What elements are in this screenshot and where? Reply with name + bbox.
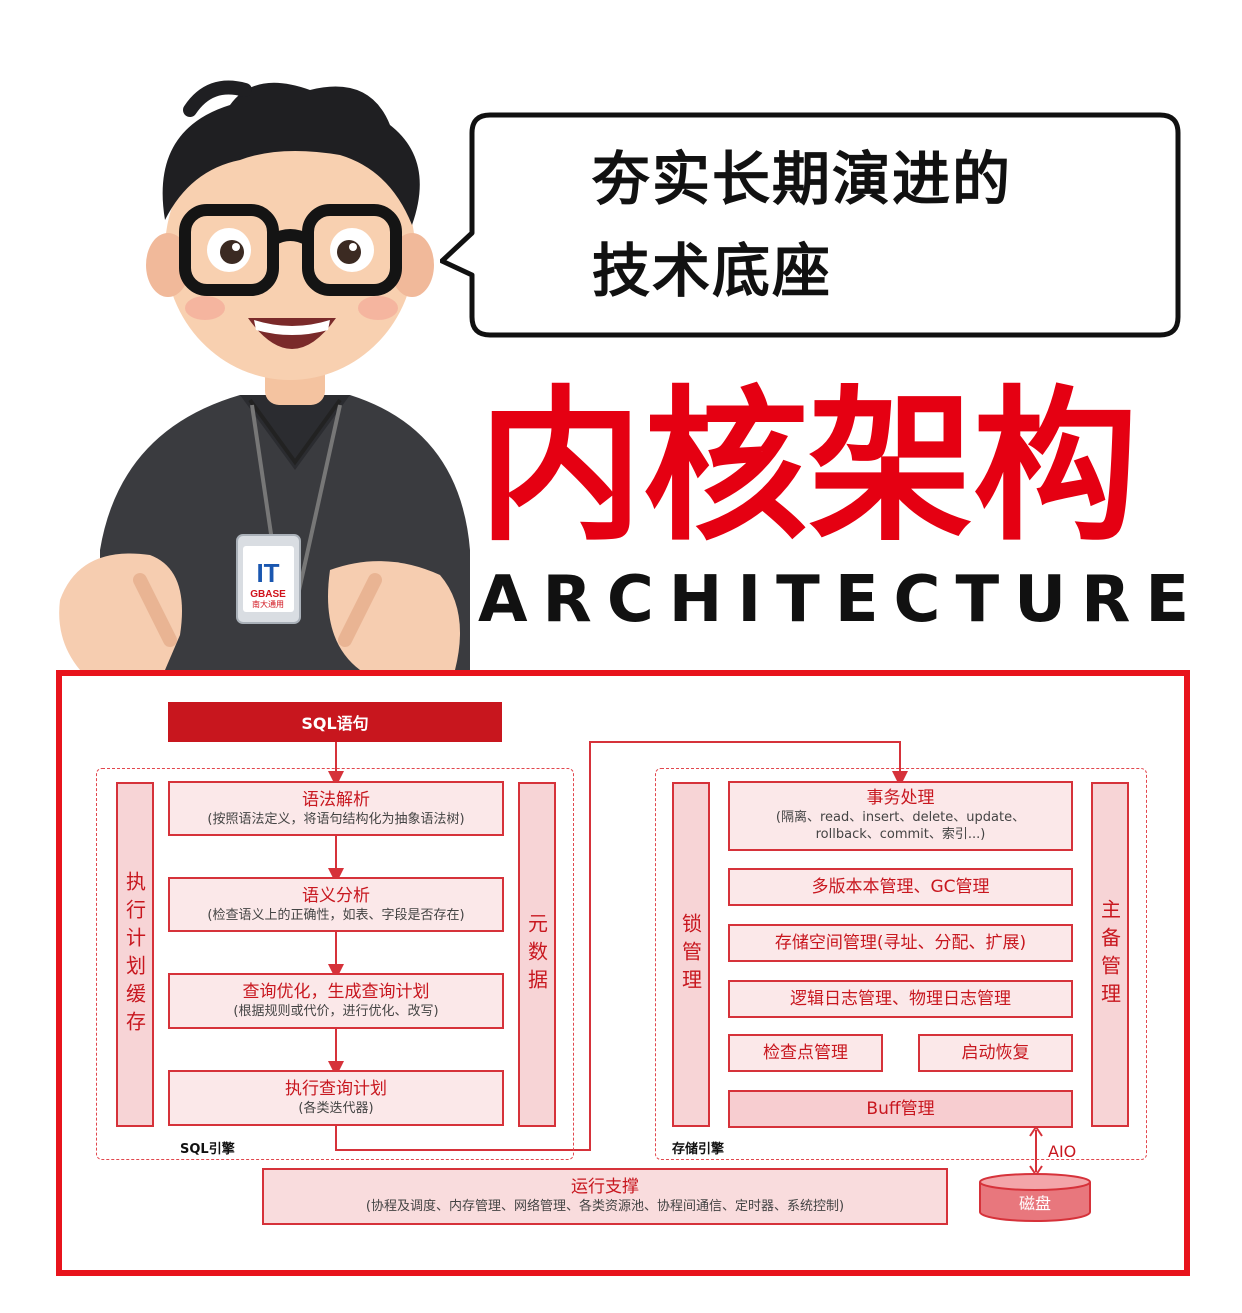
step-optimize-desc: (根据规则或代价，进行优化、改写) [233, 1004, 439, 1019]
checkpoint-label: 检查点管理 [763, 1043, 848, 1063]
ha-mgmt-label: 主备管理 [1097, 898, 1122, 1011]
recovery-label: 启动恢复 [961, 1043, 1030, 1063]
step-execute-box: 执行查询计划 (各类迭代器) [168, 1070, 504, 1126]
exec-plan-cache-box: 执行计划缓存 [116, 782, 154, 1127]
badge-sub-text: 南大通用 [252, 599, 284, 609]
mascot-hair [162, 82, 420, 226]
mascot-left-hand [59, 553, 182, 670]
runtime-support-box: 运行支撑 (协程及调度、内存管理、网络管理、各类资源池、协程间通信、定时器、系统… [262, 1168, 948, 1225]
mascot-head [165, 120, 415, 380]
step-semantic-title: 语义分析 [302, 886, 370, 906]
main-title-en: ARCHITECTURE [478, 563, 1205, 637]
metadata-label: 元数据 [524, 912, 549, 997]
buff-mgmt-box: Buff管理 [728, 1090, 1073, 1128]
ha-mgmt-box: 主备管理 [1091, 782, 1129, 1127]
space-mgmt-box: 存储空间管理(寻址、分配、扩展) [728, 924, 1073, 962]
mascot-illustration: IT GBASE 南大通用 [59, 80, 470, 670]
buff-mgmt-label: Buff管理 [866, 1099, 935, 1119]
id-badge: IT GBASE 南大通用 [236, 534, 301, 624]
recovery-box: 启动恢复 [918, 1034, 1073, 1072]
badge-brand-text: GBASE [250, 589, 286, 600]
step-execute-desc: (各类迭代器) [298, 1101, 374, 1116]
step-optimize-title: 查询优化，生成查询计划 [242, 982, 430, 1002]
mvcc-label: 多版本本管理、GC管理 [811, 877, 990, 897]
space-mgmt-label: 存储空间管理(寻址、分配、扩展) [774, 933, 1027, 953]
storage-engine-group [655, 768, 1147, 1160]
step-execute-title: 执行查询计划 [285, 1079, 387, 1099]
aio-label: AIO [1048, 1142, 1077, 1161]
step-parse-box: 语法解析 (按照语法定义，将语句结构化为抽象语法树) [168, 781, 504, 836]
mascot-glasses [179, 204, 402, 296]
metadata-box: 元数据 [518, 782, 556, 1127]
mascot-right-hand [328, 561, 460, 670]
sql-engine-label: SQL引擎 [180, 1142, 235, 1157]
exec-plan-cache-label: 执行计划缓存 [122, 870, 147, 1039]
checkpoint-box: 检查点管理 [728, 1034, 883, 1072]
runtime-support-title: 运行支撑 [571, 1177, 639, 1197]
log-mgmt-box: 逻辑日志管理、物理日志管理 [728, 980, 1073, 1018]
transaction-title: 事务处理 [866, 788, 935, 808]
sql-statement-box: SQL语句 [168, 702, 502, 742]
step-parse-title: 语法解析 [302, 790, 370, 810]
storage-engine-label: 存储引擎 [672, 1142, 725, 1157]
step-parse-desc: (按照语法定义，将语句结构化为抽象语法树) [207, 812, 465, 827]
step-semantic-box: 语义分析 (检查语义上的正确性，如表、字段是否存在) [168, 877, 504, 932]
bubble-line-2: 技术底座 [592, 237, 833, 305]
disk-icon [979, 1173, 1091, 1222]
arrow-sql-to-storage [335, 741, 908, 1151]
log-mgmt-label: 逻辑日志管理、物理日志管理 [790, 989, 1011, 1009]
speech-bubble [440, 112, 1181, 338]
step-optimize-box: 查询优化，生成查询计划 (根据规则或代价，进行优化、改写) [168, 973, 504, 1029]
lock-mgmt-label: 锁管理 [678, 912, 703, 997]
transaction-box: 事务处理 (隔离、read、insert、delete、update、 roll… [728, 781, 1073, 851]
transaction-desc-1: (隔离、read、insert、delete、update、 [775, 810, 1026, 825]
disk-label: 磁盘 [1018, 1194, 1051, 1213]
lock-mgmt-box: 锁管理 [672, 782, 710, 1127]
sql-engine-group [96, 768, 574, 1160]
bubble-line-1: 夯实长期演进的 [592, 145, 1013, 213]
runtime-support-desc: (协程及调度、内存管理、网络管理、各类资源池、协程间通信、定时器、系统控制) [365, 1199, 845, 1214]
mvcc-box: 多版本本管理、GC管理 [728, 868, 1073, 906]
main-title-cn: 内核架构 [478, 371, 1138, 563]
step-semantic-desc: (检查语义上的正确性，如表、字段是否存在) [207, 908, 465, 923]
transaction-desc-2: rollback、commit、索引...) [815, 827, 986, 842]
badge-it-text: IT [256, 558, 279, 588]
